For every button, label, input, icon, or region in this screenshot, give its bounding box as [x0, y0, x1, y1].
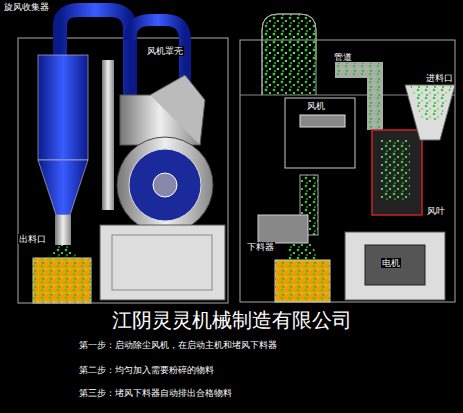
part-label: 管道 — [333, 52, 353, 62]
company-title: 江阴灵灵机械制造有限公司 — [112, 309, 352, 331]
part-label: 风机 — [306, 101, 326, 111]
step-note: 第二步：均匀加入需要粉碎的物料 — [78, 365, 215, 375]
part-label: 进料口 — [425, 73, 454, 83]
part-label: 风机罩壳 — [146, 46, 184, 56]
right-mill — [240, 14, 455, 302]
part-label: 风叶 — [426, 206, 446, 216]
left-mill — [18, 10, 228, 303]
part-label: 电机 — [381, 258, 401, 268]
part-label: 出料口 — [18, 234, 47, 244]
step-note: 第一步：启动除尘风机，在启动主机和堵风下料器 — [78, 340, 278, 350]
step-note: 第三步：堵风下料器自动排出合格物料 — [78, 388, 233, 398]
part-label: 旋风收集器 — [3, 2, 50, 12]
part-label: 下料器 — [246, 242, 275, 252]
